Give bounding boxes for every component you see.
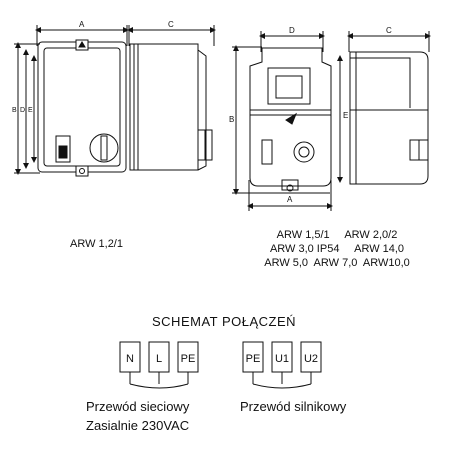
supply-terminal-block bbox=[119, 341, 199, 389]
model-line-1: ARW 1,5/1 ARW 2,0/2 bbox=[276, 229, 398, 241]
left-dim-d: D bbox=[20, 107, 25, 114]
right-front-view bbox=[232, 31, 333, 211]
terminal-n: N bbox=[126, 353, 134, 365]
terminal-pe-supply: PE bbox=[181, 353, 196, 365]
supply-caption-1: Przewód sieciowy bbox=[86, 399, 190, 414]
model-line-3: ARW 5,0 ARW 7,0 ARW10,0 bbox=[264, 257, 410, 269]
motor-caption: Przewód silnikowy bbox=[240, 399, 347, 414]
model-line-2: ARW 3,0 IP54 ARW 14,0 bbox=[269, 243, 405, 255]
left-dim-c: C bbox=[168, 20, 174, 29]
terminal-u1: U1 bbox=[275, 353, 289, 365]
left-dim-b: B bbox=[12, 107, 17, 114]
right-dim-d: D bbox=[289, 26, 295, 35]
motor-terminal-block bbox=[242, 341, 322, 389]
right-dim-b: B bbox=[229, 115, 234, 124]
terminal-u2: U2 bbox=[304, 353, 318, 365]
left-dim-e: E bbox=[28, 107, 33, 114]
left-front-view bbox=[14, 25, 129, 177]
supply-caption-2: Zasialnie 230VAC bbox=[86, 418, 190, 433]
schematic-title: SCHEMAT POŁĄCZEŃ bbox=[152, 314, 297, 329]
left-side-view bbox=[127, 25, 216, 171]
terminal-l: L bbox=[156, 353, 162, 365]
right-dim-c: C bbox=[386, 26, 392, 35]
right-dim-a: A bbox=[287, 195, 293, 204]
terminal-pe-motor: PE bbox=[246, 353, 261, 365]
right-side-view bbox=[337, 31, 431, 185]
left-model-label: ARW 1,2/1 bbox=[70, 238, 123, 250]
right-model-list: ARW 1,5/1 ARW 2,0/2 ARW 3,0 IP54 ARW 14,… bbox=[252, 228, 422, 270]
right-dim-e: E bbox=[343, 111, 348, 120]
left-dim-a: A bbox=[79, 20, 85, 29]
